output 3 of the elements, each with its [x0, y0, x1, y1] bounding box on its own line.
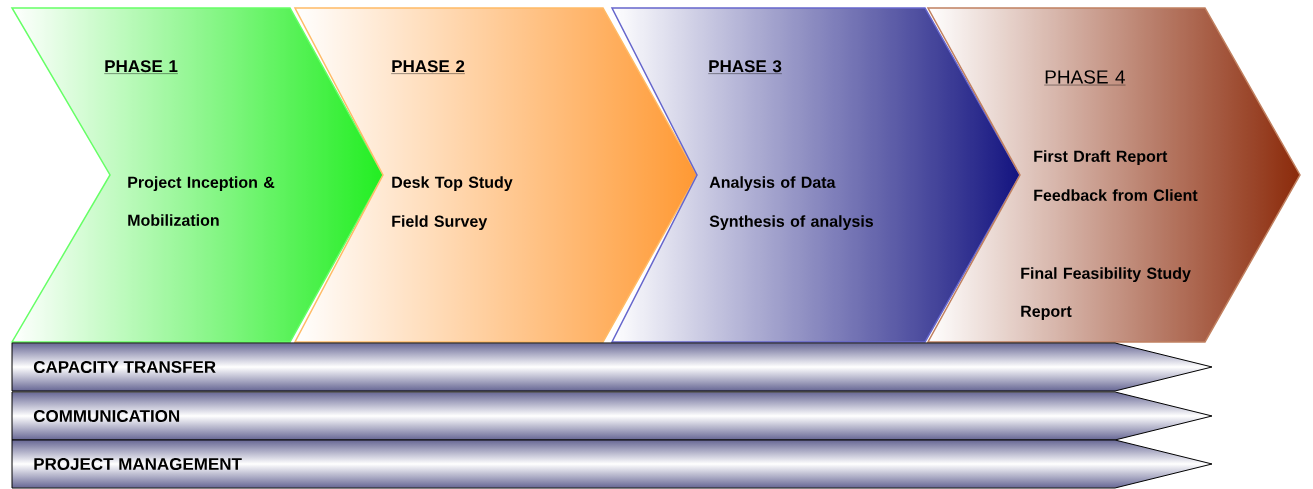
arrow-band: COMMUNICATION — [11, 391, 1213, 441]
arrow-band: CAPACITY TRANSFER — [11, 342, 1213, 392]
arrow-band: PROJECT MANAGEMENT — [11, 439, 1213, 489]
